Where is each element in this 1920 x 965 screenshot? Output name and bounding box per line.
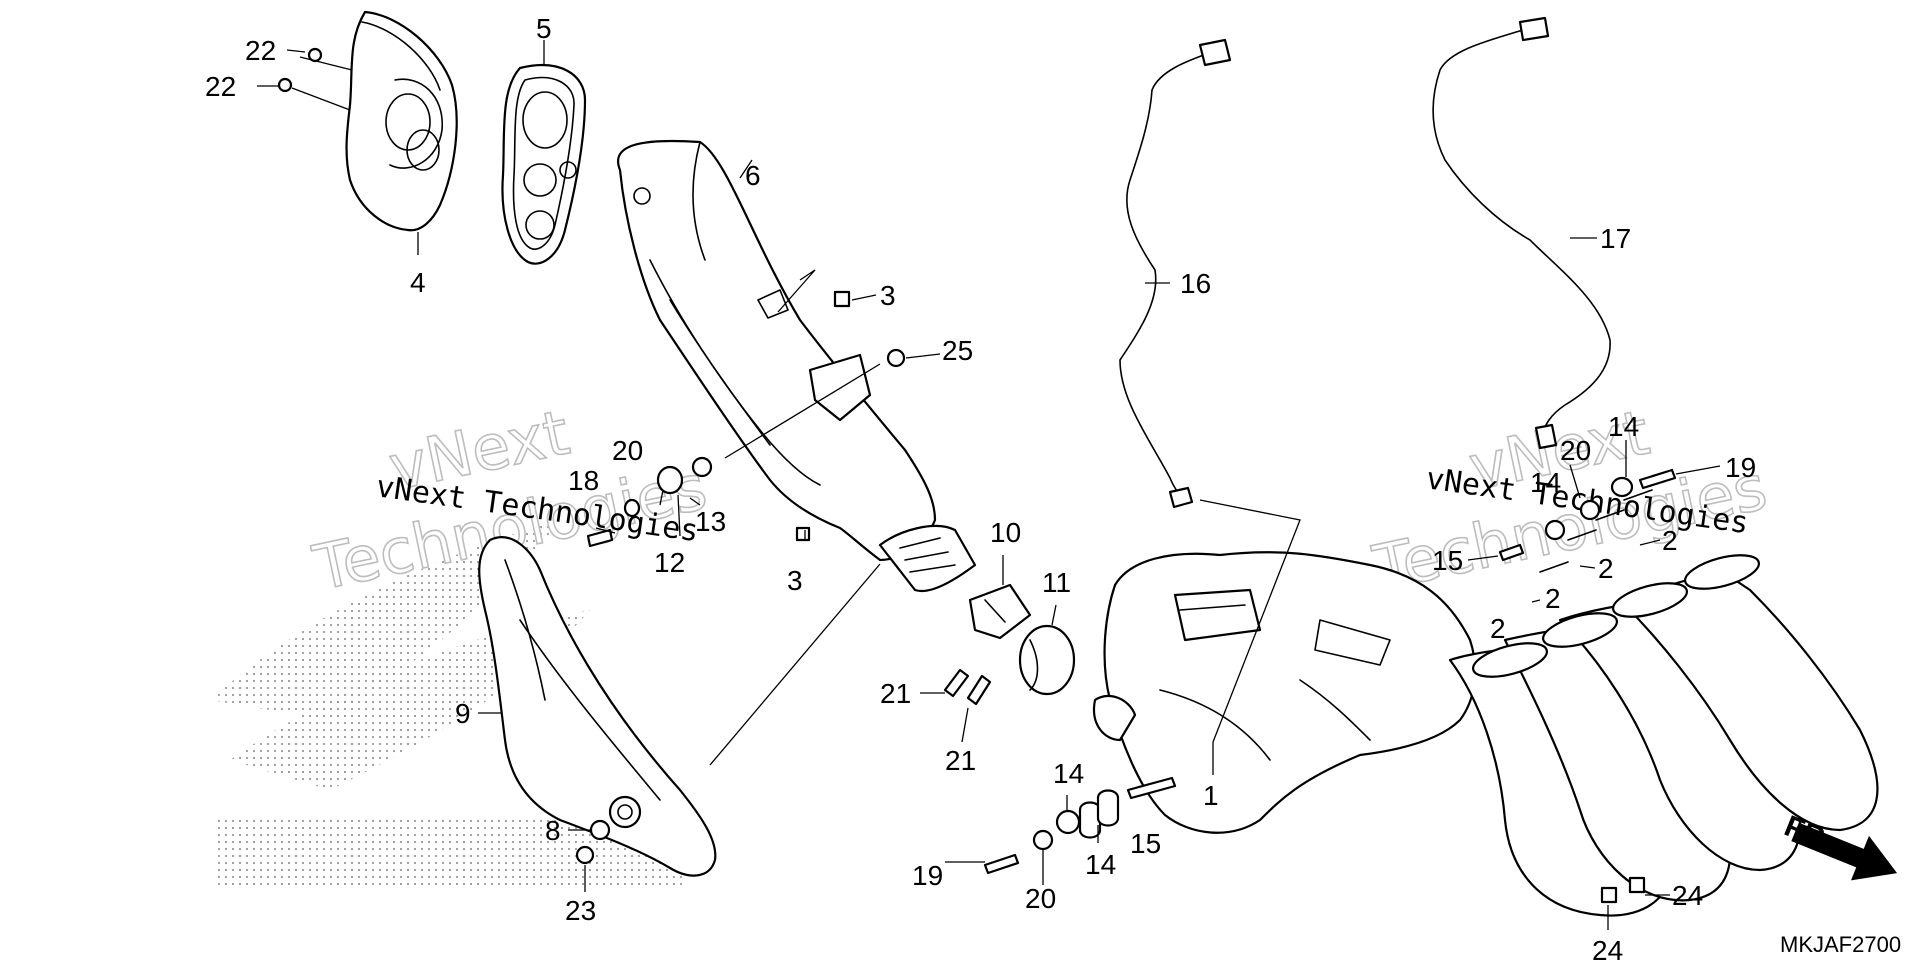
lower-fasteners [983, 776, 1177, 875]
callout-20-right: 14 [1608, 411, 1639, 442]
callout-15-lower: 15 [1130, 828, 1161, 859]
callout-10: 10 [990, 517, 1021, 548]
front-arrow-icon [1791, 822, 1898, 881]
callout-18: 18 [568, 465, 599, 496]
callout-6: 6 [745, 160, 761, 191]
callout-14-right-lower: 14 [1530, 467, 1561, 498]
callout-24-right: 24 [1672, 880, 1703, 911]
leader-lines [257, 40, 1721, 930]
callout-labels: 22 22 4 5 6 3 25 3 20 18 13 12 9 8 23 10… [205, 13, 1756, 965]
callout-23: 23 [565, 895, 596, 926]
diagram-code: MKJAF2700 [1780, 932, 1901, 957]
callout-17: 17 [1600, 223, 1631, 254]
callout-13: 13 [695, 506, 726, 537]
callout-3-upper: 3 [880, 280, 896, 311]
callout-25: 25 [942, 335, 973, 366]
part-1-exhaust-collector [1092, 551, 1477, 834]
callout-20-left: 20 [612, 435, 643, 466]
callout-4: 4 [410, 267, 426, 298]
callout-21-lower: 21 [945, 745, 976, 776]
part-6-muffler [617, 139, 977, 593]
callout-2-first: 2 [1662, 525, 1678, 556]
part-10-clamp [968, 583, 1032, 640]
part-11-gasket-ring [1018, 624, 1076, 696]
callout-14-lower-left: 14 [1085, 849, 1116, 880]
callout-20-lower: 20 [1025, 883, 1056, 914]
part-16-o2-sensor [1119, 38, 1232, 509]
callout-1: 1 [1203, 780, 1219, 811]
muffler-hardware [586, 290, 906, 548]
callout-5: 5 [536, 13, 552, 44]
callout-9: 9 [455, 698, 471, 729]
callout-19-right: 19 [1725, 452, 1756, 483]
part-4-end-cover [277, 10, 458, 232]
callout-12: 12 [654, 547, 685, 578]
callout-16: 16 [1180, 268, 1211, 299]
part-21-bolts [943, 668, 992, 706]
callout-11: 11 [1042, 567, 1071, 598]
callout-15-right: 15 [1432, 545, 1463, 576]
callout-22-lower: 22 [205, 71, 236, 102]
upper-right-fasteners [1498, 468, 1677, 904]
part-2-studs [1539, 489, 1653, 573]
callout-21-left: 21 [880, 678, 911, 709]
callout-2-second: 2 [1598, 553, 1614, 584]
callout-14-upper-left: 14 [1053, 758, 1084, 789]
callout-2-third: 2 [1545, 583, 1561, 614]
part-9-heat-shield [478, 536, 717, 877]
callout-2-fourth: 2 [1490, 613, 1506, 644]
part-17-o2-sensor [1432, 16, 1611, 450]
callout-24-lower: 24 [1592, 935, 1623, 960]
callout-22-upper: 22 [245, 35, 276, 66]
part-5-gasket-plate [501, 63, 587, 265]
callout-19-lower: 19 [912, 860, 943, 891]
callout-14-right-upper: 20 [1560, 435, 1591, 466]
callout-3-lower: 3 [787, 565, 803, 596]
exhaust-header-pipes [1448, 554, 1879, 917]
callout-8: 8 [545, 815, 561, 846]
